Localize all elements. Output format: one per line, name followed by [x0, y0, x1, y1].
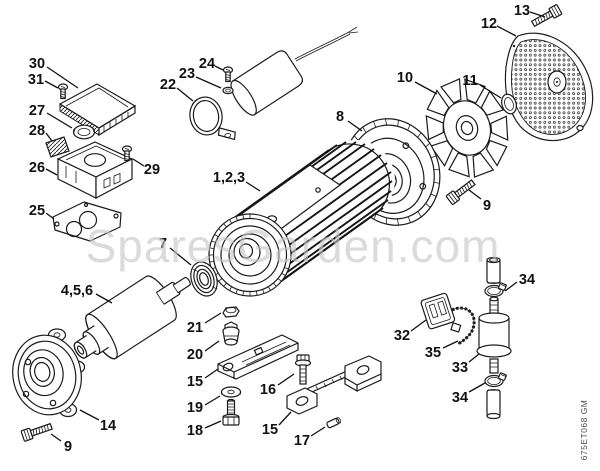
svg-text:27: 27	[29, 103, 45, 119]
svg-text:30: 30	[29, 56, 45, 72]
svg-text:4,5,6: 4,5,6	[61, 283, 93, 299]
wire-loop	[450, 306, 476, 346]
svg-text:16: 16	[260, 382, 276, 398]
motor-housing	[208, 140, 395, 297]
svg-text:11: 11	[462, 73, 477, 89]
svg-text:15: 15	[187, 374, 203, 390]
retaining-ring	[501, 93, 517, 115]
svg-text:34: 34	[519, 272, 535, 288]
washer-23	[222, 86, 234, 95]
svg-text:35: 35	[425, 345, 441, 361]
callout-15-lower: 15	[262, 411, 292, 438]
fan-wheel	[425, 78, 509, 178]
svg-text:9: 9	[64, 439, 72, 455]
svg-text:34: 34	[452, 390, 468, 406]
svg-text:19: 19	[187, 400, 203, 416]
callout-26: 26	[29, 160, 58, 176]
bearing-flange	[12, 328, 86, 418]
svg-text:13: 13	[514, 3, 530, 19]
callout-9-lower: 9	[50, 433, 72, 455]
capacitor-clamp	[189, 96, 236, 141]
svg-text:9: 9	[483, 198, 491, 214]
callout-34-upper: 34	[504, 272, 535, 292]
callout-8: 8	[336, 109, 363, 132]
svg-text:20: 20	[187, 347, 203, 363]
svg-text:17: 17	[294, 433, 310, 449]
rotor-assembly	[73, 275, 191, 360]
callout-18: 18	[187, 420, 222, 439]
fan-cover	[504, 32, 594, 142]
callout-35: 35	[425, 340, 459, 361]
callout-33: 33	[452, 353, 480, 376]
svg-text:10: 10	[397, 70, 413, 86]
callout-31: 31	[28, 72, 59, 89]
switch-plate	[420, 292, 456, 330]
svg-text:22: 22	[160, 77, 176, 93]
clamp-bar-upper	[217, 334, 299, 380]
nut-21	[222, 306, 240, 318]
svg-text:1,2,3: 1,2,3	[213, 170, 245, 186]
pin-17	[326, 417, 342, 429]
callout-21: 21	[187, 312, 222, 336]
svg-text:14: 14	[100, 418, 116, 434]
document-code: 675ET068 GM	[579, 400, 589, 461]
watermark: SparesGarden.com	[86, 220, 501, 272]
callout-19: 19	[187, 395, 221, 416]
svg-text:21: 21	[187, 320, 203, 336]
svg-text:33: 33	[452, 360, 468, 376]
callout-32: 32	[394, 319, 427, 344]
callout-7: 7	[159, 236, 192, 266]
callout-12: 12	[481, 16, 517, 37]
svg-text:32: 32	[394, 328, 410, 344]
callout-14: 14	[79, 409, 116, 434]
callout-11: 11	[462, 73, 502, 99]
callout-15-upper: 15	[187, 368, 219, 390]
svg-text:28: 28	[29, 123, 45, 139]
callout-22: 22	[160, 77, 194, 102]
screw-16	[294, 354, 312, 385]
callout-27: 27	[29, 103, 73, 129]
terminal-box	[56, 141, 134, 199]
grommet	[72, 124, 96, 140]
bolt-18	[222, 398, 240, 426]
cable-gland	[222, 321, 240, 346]
callout-4-5-6: 4,5,6	[61, 283, 113, 304]
callout-25: 25	[29, 203, 55, 220]
svg-text:24: 24	[199, 56, 215, 72]
callout-17: 17	[294, 426, 326, 449]
callout-30: 30	[29, 56, 79, 89]
callout-16: 16	[260, 373, 295, 398]
callouts-layer: 30 31 27 28 26 25 29 22 23 24 1,2,3 13 1…	[28, 3, 546, 455]
contact-plate	[45, 136, 70, 158]
svg-text:18: 18	[187, 423, 203, 439]
callout-10: 10	[397, 70, 438, 95]
callout-23: 23	[179, 66, 222, 89]
svg-text:25: 25	[29, 203, 45, 219]
gasket	[52, 201, 122, 242]
svg-text:23: 23	[179, 66, 195, 82]
svg-text:8: 8	[336, 109, 344, 125]
svg-text:15: 15	[262, 422, 278, 438]
washer-19	[220, 386, 242, 398]
callout-24: 24	[199, 56, 224, 72]
callout-20: 20	[187, 340, 220, 363]
svg-text:7: 7	[159, 236, 167, 252]
svg-text:26: 26	[29, 160, 45, 176]
svg-text:31: 31	[28, 72, 44, 88]
callout-1-2-3: 1,2,3	[213, 170, 261, 192]
callout-29: 29	[132, 158, 160, 178]
callout-28: 28	[29, 123, 53, 142]
ball-bearing	[190, 261, 218, 297]
svg-text:12: 12	[481, 16, 497, 32]
callout-13: 13	[514, 3, 546, 19]
valve-assembly	[476, 256, 512, 420]
callout-9-right: 9	[468, 189, 491, 214]
capacitor	[230, 26, 359, 116]
clamp-bracket-lower	[286, 355, 382, 415]
callout-34-lower: 34	[452, 382, 486, 406]
svg-text:29: 29	[144, 162, 160, 178]
